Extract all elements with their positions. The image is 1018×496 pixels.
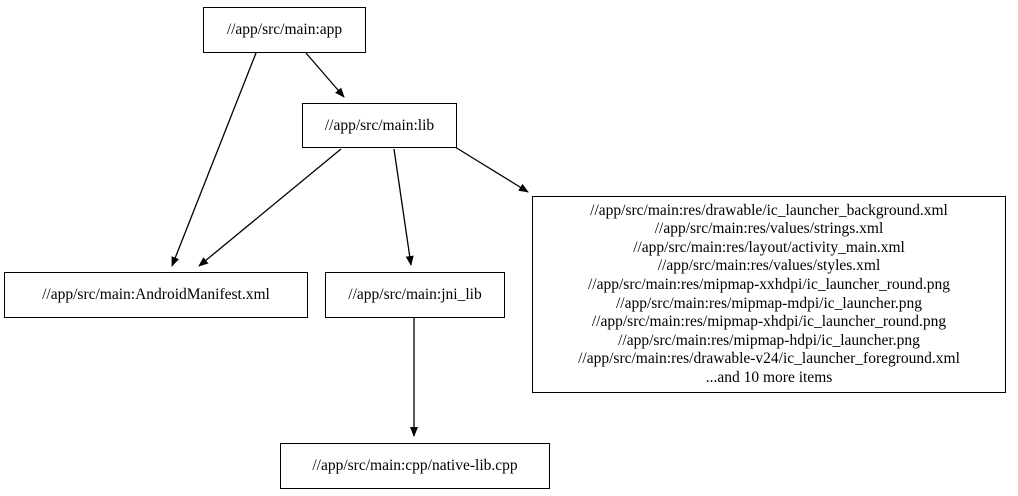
node-lib-label: //app/src/main:lib [324, 116, 435, 134]
edge-lib-to-res [454, 146, 529, 193]
node-jni-lib-label: //app/src/main:jni_lib [348, 286, 482, 303]
edge-lib-to-jni_lib [393, 148, 414, 266]
node-native-lib-cpp-label: //app/src/main:cpp/native-lib.cpp [312, 457, 518, 474]
node-android-manifest-label: //app/src/main:AndroidManifest.xml [42, 286, 270, 303]
edge-lib-to-manifest [198, 148, 342, 267]
node-res-group-label: //app/src/main:res/drawable/ic_launcher_… [578, 201, 960, 386]
edge-app-to-lib [305, 52, 345, 98]
edge-app-to-manifest [171, 52, 257, 267]
node-res-group[interactable]: //app/src/main:res/drawable/ic_launcher_… [532, 196, 1006, 393]
node-app[interactable]: //app/src/main:app [203, 7, 366, 53]
node-jni-lib[interactable]: //app/src/main:jni_lib [325, 272, 505, 318]
node-app-label: //app/src/main:app [226, 21, 343, 38]
node-android-manifest[interactable]: //app/src/main:AndroidManifest.xml [4, 272, 308, 318]
node-native-lib-cpp[interactable]: //app/src/main:cpp/native-lib.cpp [280, 443, 550, 489]
node-lib[interactable]: //app/src/main:lib [302, 103, 457, 148]
